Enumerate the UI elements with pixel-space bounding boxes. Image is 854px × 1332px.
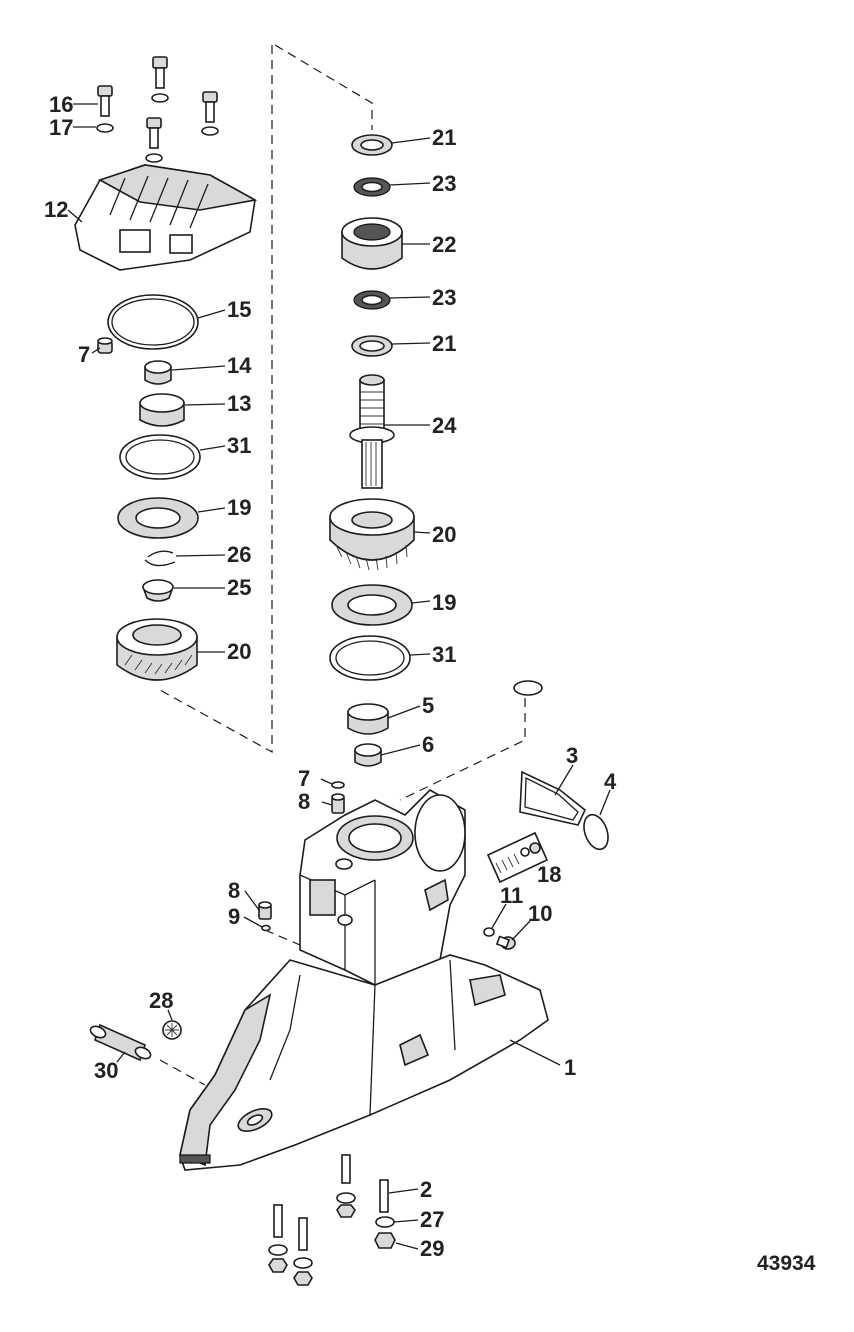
callout-18: 18 (537, 862, 561, 887)
o-ring-15 (107, 294, 199, 350)
callout-3: 3 (566, 743, 578, 768)
callout-10: 10 (528, 901, 552, 926)
callout-7-right: 7 (298, 766, 310, 791)
o-ring-7-right (331, 781, 345, 789)
callout-15: 15 (227, 297, 251, 322)
callout-23-top: 23 (432, 171, 456, 196)
stud-2 (374, 1179, 396, 1249)
callout-24: 24 (432, 413, 457, 438)
callout-29: 29 (420, 1236, 444, 1261)
assembly-guide-pin2 (264, 929, 301, 946)
gear-case-1 (179, 954, 549, 1171)
thrust-washer-21-bottom (351, 335, 393, 357)
callout-20-right: 20 (432, 522, 456, 547)
bushing-14 (144, 360, 172, 385)
callout-14: 14 (227, 353, 252, 378)
callout-9: 9 (228, 904, 240, 929)
stud-lower-left (268, 1204, 288, 1273)
o-ring-4 (583, 813, 609, 851)
bolt-mid (145, 117, 163, 163)
o-ring-11 (483, 927, 495, 937)
bolt-16 (96, 85, 114, 133)
callout-17: 17 (49, 115, 73, 140)
callout-11: 11 (500, 883, 523, 908)
callout-1: 1 (564, 1055, 576, 1080)
spring-assembly-18 (486, 831, 549, 884)
stud-center (336, 1154, 356, 1218)
assembly-guide-pin (159, 1059, 206, 1086)
bolt-top-right (201, 91, 219, 136)
callout-4: 4 (604, 769, 617, 794)
shim-31-right (329, 635, 411, 681)
thrust-bearing-19-left (117, 497, 199, 539)
callout-16: 16 (49, 92, 73, 117)
stud-lower-right (293, 1217, 313, 1286)
callout-22: 22 (432, 232, 456, 257)
bushing-8-top (331, 793, 345, 814)
callout-23-bottom: 23 (432, 285, 456, 310)
drive-shaft-24 (349, 374, 395, 489)
callout-26: 26 (227, 542, 251, 567)
callout-20-left: 20 (227, 639, 251, 664)
o-ring-9 (261, 924, 271, 932)
screw-10 (495, 935, 516, 950)
assembly-guide-right (399, 698, 526, 801)
gasket-3 (519, 770, 586, 826)
callout-labels: 16 17 12 15 7 14 13 31 19 26 25 20 21 23… (44, 92, 617, 1261)
assembly-guide-top (274, 44, 373, 130)
callout-2: 2 (420, 1177, 432, 1202)
bushing-6 (354, 743, 382, 767)
shim-31-left (119, 434, 201, 480)
gear-housing (299, 789, 466, 986)
bearing-22 (341, 217, 403, 270)
sleeve-5 (347, 703, 389, 735)
sleeve-13 (139, 393, 185, 427)
bearing-race-25 (141, 579, 175, 602)
top-cover (74, 164, 258, 271)
callout-8-lower: 8 (228, 878, 240, 903)
plug-7-left (97, 337, 113, 354)
bushing-8-lower (258, 901, 272, 920)
callout-19-left: 19 (227, 495, 251, 520)
lock-washer-28 (162, 1020, 182, 1040)
cap-plug (513, 680, 543, 696)
callout-8-top: 8 (298, 789, 310, 814)
callout-31-left: 31 (227, 433, 251, 458)
pin-30 (89, 1023, 152, 1062)
callout-19-right: 19 (432, 590, 456, 615)
callout-6: 6 (422, 732, 434, 757)
callout-28: 28 (149, 988, 173, 1013)
callout-25: 25 (227, 575, 251, 600)
assembly-guide-left-box (159, 45, 273, 754)
callout-12: 12 (44, 197, 68, 222)
callout-31-right: 31 (432, 642, 456, 667)
callout-27: 27 (420, 1207, 444, 1232)
callout-21-top: 21 (432, 125, 456, 150)
figure-number: 43934 (757, 1252, 816, 1275)
leader-lines (67, 103, 611, 1250)
callout-21-bottom: 21 (432, 331, 456, 356)
callout-30: 30 (94, 1058, 118, 1083)
callout-13: 13 (227, 391, 251, 416)
callout-7-left: 7 (78, 342, 90, 367)
snap-ring-26 (144, 550, 176, 567)
bevel-gear-20-right (329, 498, 415, 571)
thrust-washer-21-top (351, 134, 393, 156)
bevel-gear-20-left (116, 618, 198, 681)
bolt-top-center (151, 56, 169, 103)
callout-5: 5 (422, 693, 434, 718)
